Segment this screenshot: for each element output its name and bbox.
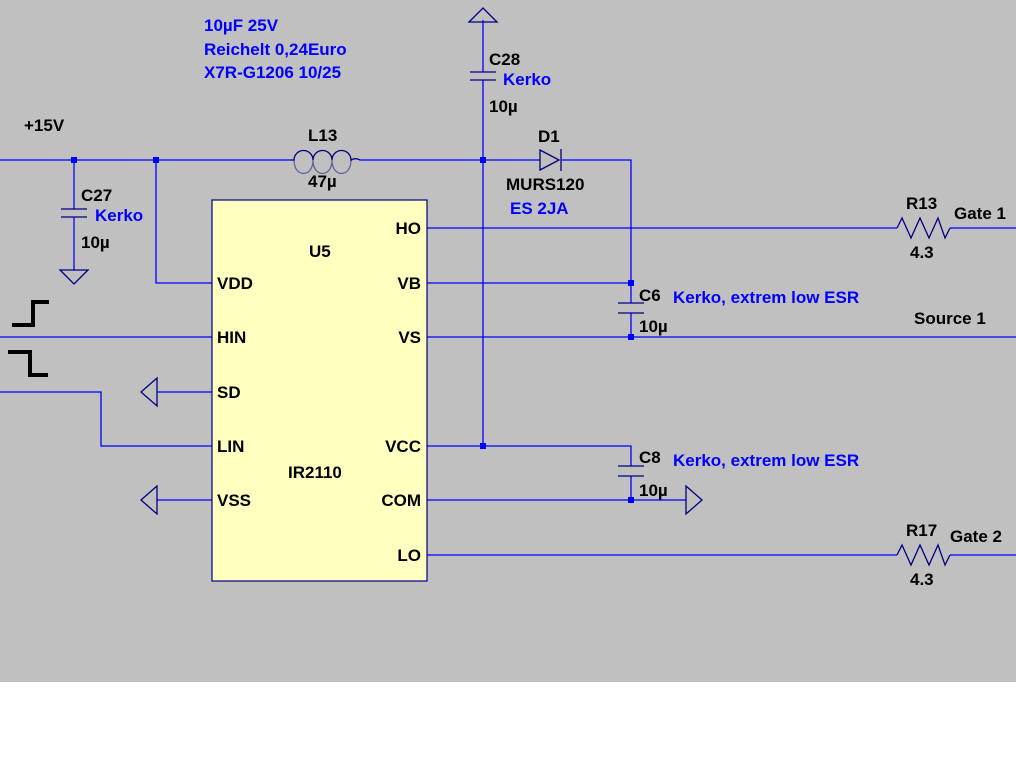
d1-value: MURS120 [506, 175, 584, 194]
wire-vdd [155, 160, 212, 284]
net-label-15v: +15V [24, 116, 65, 135]
ic-ref: U5 [309, 242, 331, 261]
wire-d1-to-vb [562, 159, 632, 283]
capacitor-c27-icon [61, 208, 87, 218]
ground-triangle-icon [140, 484, 158, 516]
wires [0, 20, 1016, 556]
inductor-l13-loops-icon [293, 159, 352, 175]
junction-dot [480, 157, 486, 163]
pin-hin: HIN [217, 328, 246, 347]
pulse-waveform-icon [8, 350, 48, 377]
ground-symbols [58, 7, 703, 516]
junction-dot [71, 157, 77, 163]
c8-note: Kerko, extrem low ESR [673, 451, 859, 470]
c27-note: Kerko [95, 206, 143, 225]
inductor-l13-icon [290, 149, 361, 162]
pin-vb: VB [397, 274, 421, 293]
c28-ref: C28 [489, 50, 520, 69]
c28-value: 10µ [489, 97, 518, 116]
supply-arrow-icon [467, 7, 499, 23]
junction-dot [628, 497, 634, 503]
d1-note: ES 2JA [510, 199, 569, 218]
note-line-1: 10µF 25V [204, 16, 279, 35]
schematic-drawing: 10µF 25V Reichelt 0,24Euro X7R-G1206 10/… [0, 7, 1016, 589]
note-line-2: Reichelt 0,24Euro [204, 40, 347, 59]
junction-dot [628, 334, 634, 340]
pin-vdd: VDD [217, 274, 253, 293]
net-label-gate1: Gate 1 [954, 204, 1006, 223]
capacitor-c6-icon [618, 302, 644, 314]
r17-ref: R17 [906, 521, 937, 540]
wire-vcc [427, 445, 632, 466]
schematic-canvas: 10µF 25V Reichelt 0,24Euro X7R-G1206 10/… [0, 0, 1016, 682]
capacitors [61, 71, 644, 477]
pin-com: COM [381, 491, 421, 510]
diode-d1-icon [539, 148, 562, 172]
pin-sd: SD [217, 383, 241, 402]
ground-triangle-icon [140, 376, 158, 408]
c8-value: 10µ [639, 481, 668, 500]
r13-ref: R13 [906, 194, 937, 213]
l13-value: 47µ [308, 172, 337, 191]
ic-part: IR2110 [288, 463, 342, 482]
net-label-gate2: Gate 2 [950, 527, 1002, 546]
junction-dot [628, 280, 634, 286]
c6-value: 10µ [639, 317, 668, 336]
ground-triangle-icon [58, 269, 90, 285]
ic-u5-body [211, 199, 428, 582]
pin-ho: HO [396, 219, 422, 238]
pin-lo: LO [397, 546, 421, 565]
c27-ref: C27 [81, 186, 112, 205]
c8-ref: C8 [639, 448, 661, 467]
pulse-waveform-icon [12, 300, 49, 327]
ground-triangle-icon [685, 484, 703, 516]
c27-value: 10µ [81, 233, 110, 252]
note-line-3: X7R-G1206 10/25 [204, 63, 341, 82]
resistor-r13-icon [896, 216, 951, 240]
junctions [71, 157, 634, 503]
r17-value: 4.3 [910, 570, 934, 589]
pin-lin: LIN [217, 437, 244, 456]
pin-vss: VSS [217, 491, 251, 510]
c6-note: Kerko, extrem low ESR [673, 288, 859, 307]
junction-dot [480, 443, 486, 449]
net-label-source1: Source 1 [914, 309, 986, 328]
pin-vcc: VCC [385, 437, 421, 456]
l13-ref: L13 [308, 126, 337, 145]
c6-ref: C6 [639, 286, 661, 305]
resistor-r17-icon [896, 543, 951, 567]
wire-lin [0, 391, 212, 447]
c28-note: Kerko [503, 70, 551, 89]
pin-vs: VS [398, 328, 421, 347]
d1-ref: D1 [538, 127, 560, 146]
junction-dot [153, 157, 159, 163]
blank-area [0, 682, 1016, 774]
capacitor-c8-icon [618, 465, 644, 477]
r13-value: 4.3 [910, 243, 934, 262]
capacitor-c28-icon [470, 71, 496, 81]
